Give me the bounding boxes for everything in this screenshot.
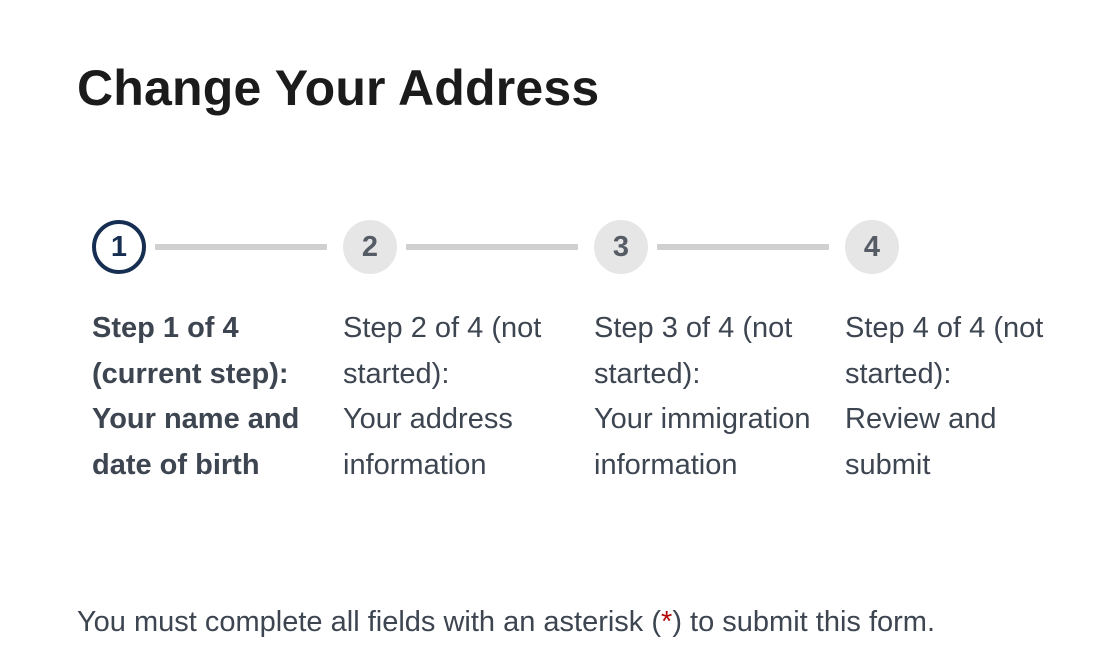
required-asterisk: * bbox=[661, 606, 673, 638]
step-2-status: Step 2 of 4 (not started): bbox=[343, 312, 542, 390]
notice-text-after: ) to submit this form. bbox=[672, 606, 935, 638]
step-2-number-circle: 2 bbox=[343, 220, 397, 274]
step-2-name: Your address information bbox=[343, 403, 513, 482]
step-3-number-circle: 3 bbox=[594, 220, 648, 274]
step-3-connector bbox=[657, 244, 829, 250]
step-indicator: 1 Step 1 of 4 (current step): Your name … bbox=[92, 220, 1080, 489]
step-3-label: Step 3 of 4 (not started): Your immigrat… bbox=[594, 306, 829, 489]
step-4-status: Step 4 of 4 (not started): bbox=[845, 312, 1044, 390]
step-3-name: Your immigration information bbox=[594, 403, 811, 482]
step-1-connector bbox=[155, 244, 327, 250]
notice-text-before: You must complete all fields with an ast… bbox=[77, 606, 662, 638]
step-1-name: Your name and date of birth bbox=[92, 403, 300, 482]
step-3-status: Step 3 of 4 (not started): bbox=[594, 312, 793, 390]
step-4-number-circle: 4 bbox=[845, 220, 899, 274]
required-fields-notice: You must complete all fields with an ast… bbox=[77, 600, 935, 644]
step-1-number-circle: 1 bbox=[92, 220, 146, 274]
step-1-status: Step 1 of 4 (current step): bbox=[92, 312, 289, 390]
step-1-label: Step 1 of 4 (current step): Your name an… bbox=[92, 306, 327, 489]
page-title: Change Your Address bbox=[77, 60, 600, 116]
step-4-label: Step 4 of 4 (not started): Review and su… bbox=[845, 306, 1080, 489]
step-2-connector bbox=[406, 244, 578, 250]
step-4-name: Review and submit bbox=[845, 403, 997, 482]
step-2-label: Step 2 of 4 (not started): Your address … bbox=[343, 306, 578, 489]
